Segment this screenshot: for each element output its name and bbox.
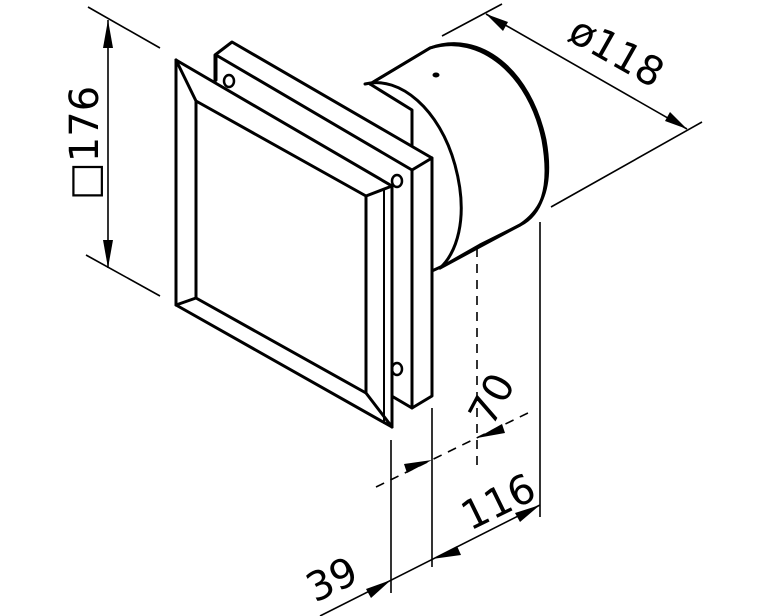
dimension-label-panel-size: □176: [62, 86, 108, 200]
dimension-label-panel-depth: 39: [299, 548, 365, 612]
screw-hole-icon: [222, 73, 236, 89]
screw-hole-icon: [432, 72, 440, 78]
dimension-panel-size: □176: [62, 6, 161, 297]
dimension-label-total-depth: 116: [454, 465, 543, 540]
front-panel: [174, 58, 394, 429]
dimension-label-spigot-depth: 70: [460, 366, 525, 433]
dimension-label-duct-diameter: ø118: [561, 8, 671, 98]
screw-hole-icon: [390, 173, 404, 189]
dimension-depths: 116 39: [299, 465, 543, 616]
